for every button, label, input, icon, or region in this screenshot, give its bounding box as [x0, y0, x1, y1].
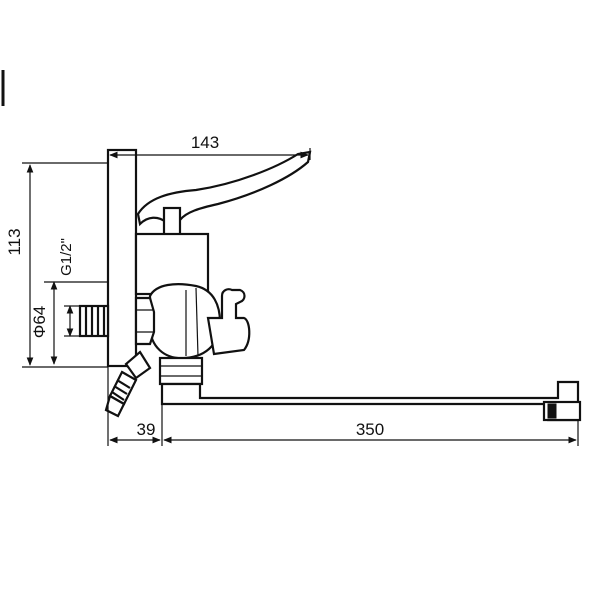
spout-nut: [158, 356, 204, 386]
wall-plate: [106, 148, 138, 368]
threaded-inlet: [64, 304, 110, 338]
dim-handle-length: 143: [191, 133, 219, 152]
diverter-knob: [206, 288, 251, 356]
dim-body-diameter: Φ64: [30, 306, 49, 338]
dim-spout-offset: 39: [137, 420, 156, 439]
connection-nut: [134, 296, 156, 346]
shower-outlet: [104, 350, 152, 418]
spout: [160, 380, 580, 422]
dim-thread-size: G1/2": [58, 238, 75, 276]
dim-spout-length: 350: [356, 420, 384, 439]
dim-overall-height: 113: [5, 228, 24, 255]
